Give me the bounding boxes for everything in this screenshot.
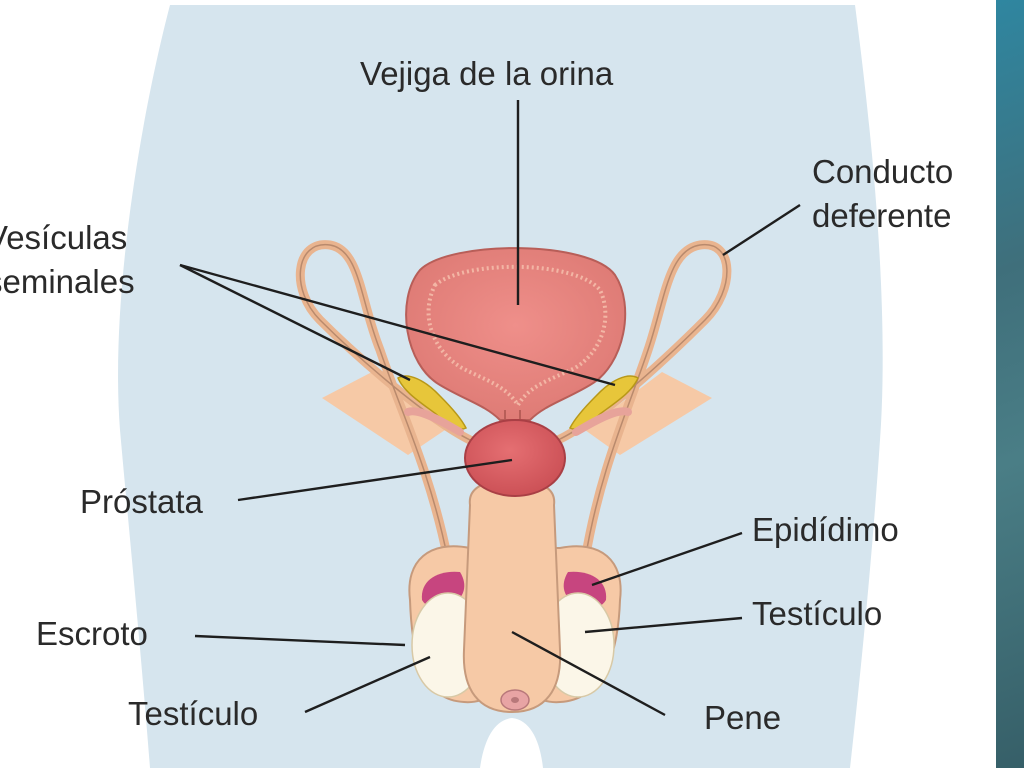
label-seminal-vesicles-line2: seminales <box>0 263 135 300</box>
leader-seminal-right <box>179 263 616 387</box>
penis <box>462 478 562 714</box>
label-prostate: Próstata <box>80 483 203 520</box>
label-penis: Pene <box>704 699 782 736</box>
label-vas-deferens-line1: Conducto <box>812 153 954 190</box>
label-seminal-vesicles-line1: Vesículas <box>0 219 128 256</box>
left-seminal-vesicle <box>397 375 468 430</box>
prostate <box>464 419 566 497</box>
leader-vas-deferens <box>722 203 801 257</box>
label-vas-deferens-line2: deferente <box>812 197 952 234</box>
label-epididymis: Epidídimo <box>752 511 899 548</box>
bladder <box>405 247 627 421</box>
slide-edge-strip <box>996 0 1024 768</box>
leader-prostate <box>237 458 513 502</box>
leader-lines <box>179 100 801 717</box>
label-vas-deferens: Conducto deferente <box>812 150 953 238</box>
label-seminal-vesicles: Vesículas seminales <box>0 216 135 304</box>
label-testicle-right: Testículo <box>752 595 883 632</box>
leader-seminal-left <box>179 263 411 382</box>
leader-testicle-left <box>304 655 431 714</box>
label-scrotum: Escroto <box>36 615 148 652</box>
label-testicle-left: Testículo <box>128 695 259 732</box>
leader-testicle-right <box>584 616 743 634</box>
leader-penis <box>511 630 666 717</box>
leader-scrotum <box>194 634 406 647</box>
leader-epididymis <box>591 531 743 587</box>
label-bladder: Vejiga de la orina <box>360 55 614 92</box>
